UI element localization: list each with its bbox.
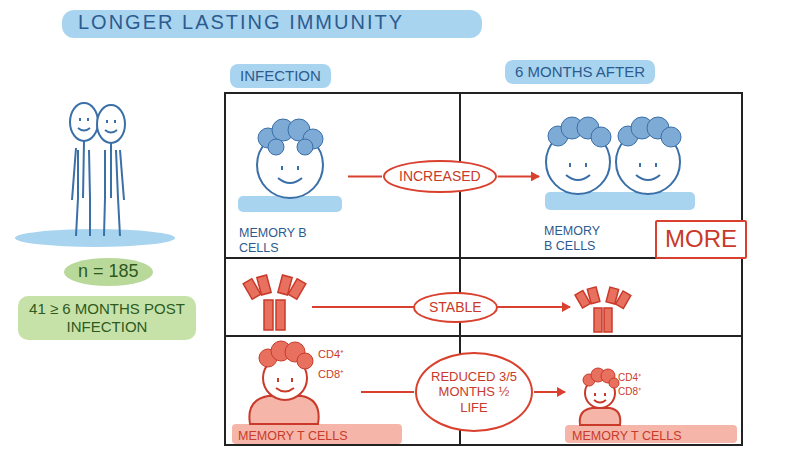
title-highlight [62, 10, 482, 38]
change-oval: REDUCED 3/5 MONTHS ½ LIFE [415, 352, 533, 432]
table-grid [225, 93, 742, 445]
node-text: REDUCED 3/5 MONTHS ½ LIFE [428, 369, 520, 416]
diagram-title: LONGER LASTING IMMUNITY [78, 11, 404, 34]
node-text: MEMORY T CELLS [572, 429, 722, 444]
node-text: INFECTION [240, 67, 321, 85]
antibody-figure [243, 275, 631, 332]
sample-size-pill: n = 185 [64, 258, 153, 286]
column-header: INFECTION [230, 64, 331, 88]
node-text: MEMORY B CELLS [544, 224, 606, 254]
b-cell-figure [238, 119, 342, 212]
node-text: n = 185 [78, 261, 139, 283]
cell-node: CD4⁺ CD8⁺ MEMORY T CELLS [566, 362, 736, 446]
arrow-connector [348, 175, 382, 177]
node-text: STABLE [429, 299, 482, 316]
arrow-connector [498, 175, 539, 177]
arrow-connector [361, 391, 414, 393]
arrow-connector [534, 391, 565, 393]
people-figure [15, 103, 175, 247]
cell-node: MEMORY B CELLS [540, 108, 650, 256]
node-text: MORE [665, 225, 737, 254]
change-oval: INCREASED [383, 160, 497, 193]
node-text: CD8⁺ [318, 368, 344, 381]
node-text: MEMORY T CELLS [238, 429, 358, 444]
t-cell-figure-small [565, 368, 737, 443]
node-text: MEMORY B CELLS [239, 226, 339, 256]
cell-node: MEMORY B CELLS [235, 112, 347, 258]
b-cells-figure [545, 117, 695, 210]
change-oval: STABLE [413, 292, 498, 323]
column-header: 6 MONTHS AFTER [505, 60, 655, 84]
emphasis-box: MORE [655, 220, 747, 259]
node-text: CD4⁺ [318, 348, 344, 361]
node-text: 41 ≥ 6 MONTHS POST INFECTION [26, 300, 188, 336]
node-text: 6 MONTHS AFTER [515, 63, 645, 81]
cohort-note: 41 ≥ 6 MONTHS POST INFECTION [18, 296, 196, 340]
cell-node: CD4⁺ CD8⁺ MEMORY T CELLS [232, 340, 360, 446]
node-text: INCREASED [399, 168, 481, 185]
node-text: CD8⁺ [618, 386, 641, 398]
node-text: CD4⁺ [618, 372, 641, 384]
